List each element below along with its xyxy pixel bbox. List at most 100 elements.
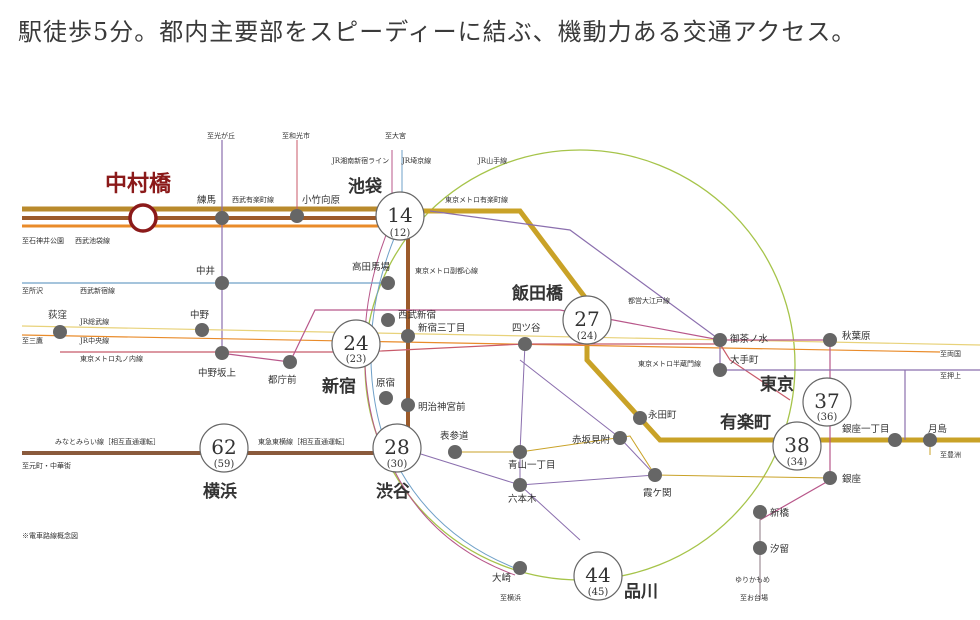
hub-tokyo-sub: (36) [817,412,838,423]
hanzomon-label: 東京メトロ半蔵門線 [638,359,701,368]
to-motomachi-label: 至元町・中華街 [22,461,71,470]
hub-shinagawa: 44 (45) 品川 [573,551,658,602]
station-dot-nakai [215,276,229,290]
to-tokorozawa-label: 至所沢 [22,286,43,295]
saikyo-label: JR埼京線 [401,156,431,165]
to-omiya-label: 至大宮 [385,131,406,140]
minatomirai-label: みなとみらい線［相互直通運転］ [55,437,160,446]
hub-ikebukuro-minutes: 14 [387,203,412,227]
station-dot-tsukishima [923,433,937,447]
station-label-meijijingumae: 明治神宮前 [418,401,466,413]
marunouchi-label: 東京メトロ丸ノ内線 [80,354,143,363]
fukutoshin-label: 東京メトロ副都心線 [415,266,478,275]
station-dot-harajuku [379,391,393,405]
page-title: 駅徒歩5分。都内主要部をスピーディーに結ぶ、機動力ある交通アクセス。 [18,18,857,46]
hub-shinjuku-minutes: 24 [343,331,368,355]
station-dot-ginza-itchome [888,433,902,447]
station-label-omotesando: 表参道 [440,430,469,442]
hub-yokohama-sub: (59) [214,459,235,470]
jr-sobu-line [21,325,980,346]
station-label-roppongi: 六本木 [508,493,537,505]
oedo-label: 都営大江戸線 [628,296,670,305]
station-label-tsukishima: 月島 [928,423,947,435]
station-dot-kasumigaseki [648,468,662,482]
hub-tokyo: 37 (36) 東京 [760,374,852,427]
station-dot-akihabara [823,333,837,347]
toyoko-label: 東急東横線［相互直通運転］ [258,437,349,446]
hub-shibuya-minutes: 28 [384,435,409,459]
station-dot-nerima [215,211,229,225]
hub-yokohama-minutes: 62 [211,435,236,459]
yurakucho-line [420,208,980,443]
seibu-shinjuku-label: 西武新宿線 [80,286,115,295]
hub-yurakucho-minutes: 38 [784,433,809,457]
station-label-nagatacho: 永田町 [648,409,677,421]
hub-iidabashi-name: 飯田橋 [511,283,564,304]
hub-shinjuku-sub: (23) [346,354,367,365]
station-dot-nagatacho [633,411,647,425]
station-dot-shinjuku-sanchome [401,329,415,343]
station-label-nerima: 練馬 [197,194,216,206]
station-label-nishiwaseda: 西武新宿 [398,309,436,321]
station-dot-aoyama-itchome [513,445,527,459]
yamanote-label: JR山手線 [477,156,507,165]
station-dot-roppongi [513,478,527,492]
station-dot-yotsuya [518,337,532,351]
hub-ikebukuro: 14 (12) 池袋 [348,176,425,241]
to-hikarigaoka-label: 至光が丘 [207,131,235,140]
to-mitaka-label: 至三鷹 [22,336,43,345]
station-dot-osaki [513,561,527,575]
seibu-yurakucho-label: 西武有楽町線 [232,195,274,204]
hub-shibuya-name: 渋谷 [376,481,411,502]
station-label-nakano: 中野 [190,309,210,321]
station-label-shimbashi: 新橋 [770,507,790,519]
station-dot-takadanobaba [381,276,395,290]
station-dot-ginza [823,471,837,485]
station-label-nakai: 中井 [196,265,215,277]
shonan-shinjuku-label: JR湘南新宿ライン [331,156,389,165]
station-label-ginza-itchome: 銀座一丁目 [842,423,890,435]
to-wakoshi-label: 至和光市 [282,131,310,140]
hub-iidabashi-sub: (24) [577,331,598,342]
station-dot-tochomae [283,355,297,369]
station-label-ginza: 銀座 [842,473,862,485]
station-dot-nakano [195,323,209,337]
hub-yokohama-name: 横浜 [203,481,237,502]
station-dot-shimbashi [753,505,767,519]
to-ryogoku-label: 至両国 [940,350,961,358]
hub-iidabashi: 27 (24) 飯田橋 [511,283,612,345]
to-yokohama-label: 至横浜 [500,593,521,602]
hub-ikebukuro-sub: (12) [390,228,411,239]
station-dot-nakanosakaue [215,346,229,360]
to-toyosu-label: 至豊洲 [940,450,961,459]
station-label-shinjuku-sanchome: 新宿三丁目 [418,322,466,334]
hub-shinjuku-name: 新宿 [322,376,356,397]
hub-shinjuku: 24 (23) 新宿 [322,319,381,397]
yotsuya-line [519,343,526,453]
hub-tokyo-minutes: 37 [814,389,839,413]
station-label-nakanosakaue: 中野坂上 [198,367,237,379]
station-dot-meijijingumae [401,398,415,412]
hub-yurakucho-name: 有楽町 [720,412,771,433]
hub-tokyo-name: 東京 [760,374,794,395]
jr-chuo-line [21,334,941,353]
hub-yurakucho-sub: (34) [787,457,808,468]
to-odaiba-label: 至お台場 [740,593,768,602]
station-dot-omotesando [448,445,462,459]
origin-station-name: 中村橋 [105,171,172,197]
jr-sobu-label: JR総武線 [79,317,109,326]
to-shakujii-label: 至石神井公園 [22,236,64,245]
diagram-note: ※電車路線概念図 [22,531,78,540]
station-dot-otemachi [713,363,727,377]
origin-station-marker [128,203,158,233]
station-dot-ochanomizu [713,333,727,347]
hub-shibuya: 28 (30) 渋谷 [372,423,422,502]
station-label-osaki: 大崎 [492,572,512,584]
station-label-tochomae: 都庁前 [268,374,297,386]
jr-chuo-label: JR中央線 [79,336,109,345]
station-label-kotakemukaihara: 小竹向原 [302,194,340,206]
hub-shinagawa-minutes: 44 [585,563,610,587]
station-label-shiodome: 汐留 [770,543,789,555]
station-label-akihabara: 秋葉原 [842,330,871,342]
